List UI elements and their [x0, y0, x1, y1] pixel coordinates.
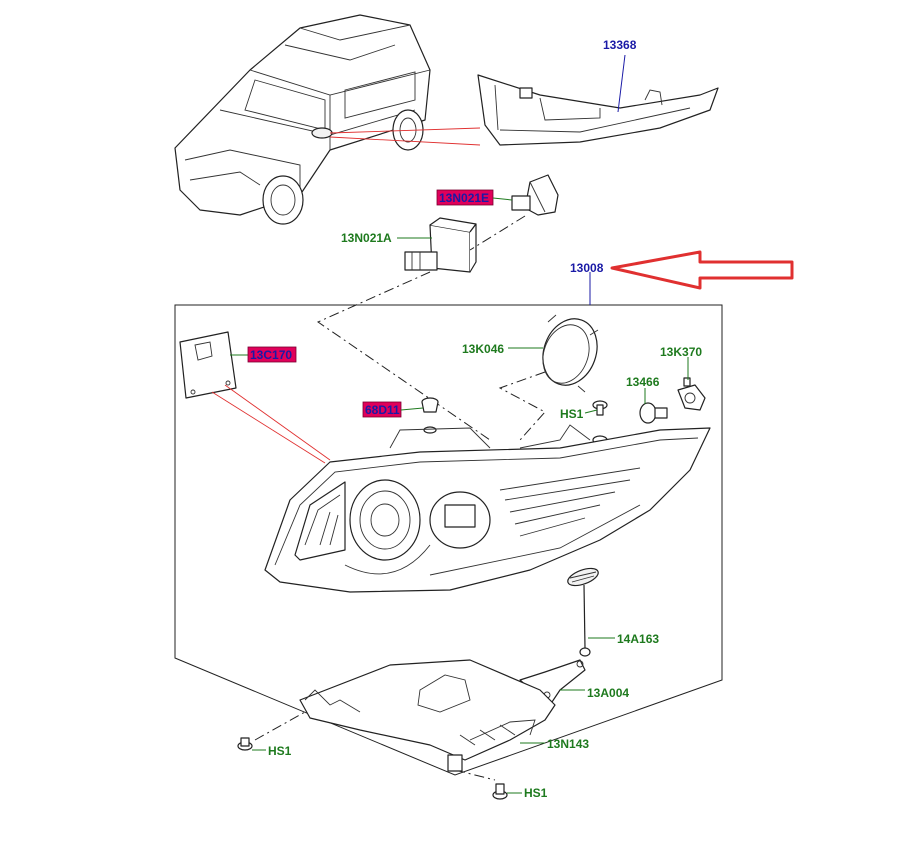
label-13A004: 13A004	[587, 686, 629, 700]
label-13N143: 13N143	[547, 737, 589, 751]
label-HS1-top: HS1	[560, 407, 584, 421]
leader-13N021E	[492, 197, 513, 201]
callout-13C170-a	[211, 391, 326, 464]
part-13N021E-bulb	[511, 174, 559, 216]
alignment-line-cap	[498, 371, 546, 441]
part-13K370-holder	[677, 377, 706, 411]
highlight-13N021E	[436, 189, 494, 206]
part-HS1-left-screw	[237, 737, 253, 751]
part-13N021A-igniter	[404, 217, 477, 273]
vehicle-illustration	[174, 14, 431, 225]
leader-68D11	[400, 407, 424, 411]
alignment-line-hs1	[254, 669, 381, 741]
label-13008: 13008	[570, 261, 604, 275]
red-pointer-arrow	[610, 250, 794, 290]
headlamp-assembly	[264, 424, 711, 593]
assembly-frame	[174, 304, 723, 776]
leader-HS1-top	[584, 409, 598, 414]
callout-line-upper	[329, 127, 481, 134]
part-13C170-module	[179, 331, 237, 399]
part-14A163-adjuster	[567, 567, 599, 657]
label-68D11: 68D11	[365, 403, 400, 417]
leader-13368	[617, 54, 626, 113]
label-13K046: 13K046	[462, 342, 504, 356]
callout-line-lower	[329, 136, 481, 146]
part-13K046-cover	[542, 314, 599, 393]
part-13N143-lower-cover	[299, 659, 556, 772]
part-13368-trim-strip	[477, 74, 719, 146]
alignment-line-igniter	[316, 271, 491, 441]
part-13466-bulb	[639, 402, 668, 424]
part-68D11-cap	[421, 397, 439, 434]
alignment-line-bulb	[469, 215, 526, 251]
label-HS1-bottom: HS1	[524, 786, 548, 800]
highlight-13C170	[247, 346, 297, 363]
label-13C170: 13C170	[250, 348, 292, 362]
label-13368: 13368	[603, 38, 637, 52]
part-HS1-top-screw	[592, 400, 608, 445]
label-14A163: 14A163	[617, 632, 659, 646]
label-13N021E: 13N021E	[439, 191, 489, 205]
callout-13C170-b	[224, 384, 331, 461]
label-13N021A: 13N021A	[341, 231, 392, 245]
part-HS1-bottom-screw	[492, 783, 508, 800]
label-13K370: 13K370	[660, 345, 702, 359]
label-HS1-left: HS1	[268, 744, 292, 758]
label-13466: 13466	[626, 375, 660, 389]
alignment-line-hs1-bottom	[454, 769, 496, 781]
